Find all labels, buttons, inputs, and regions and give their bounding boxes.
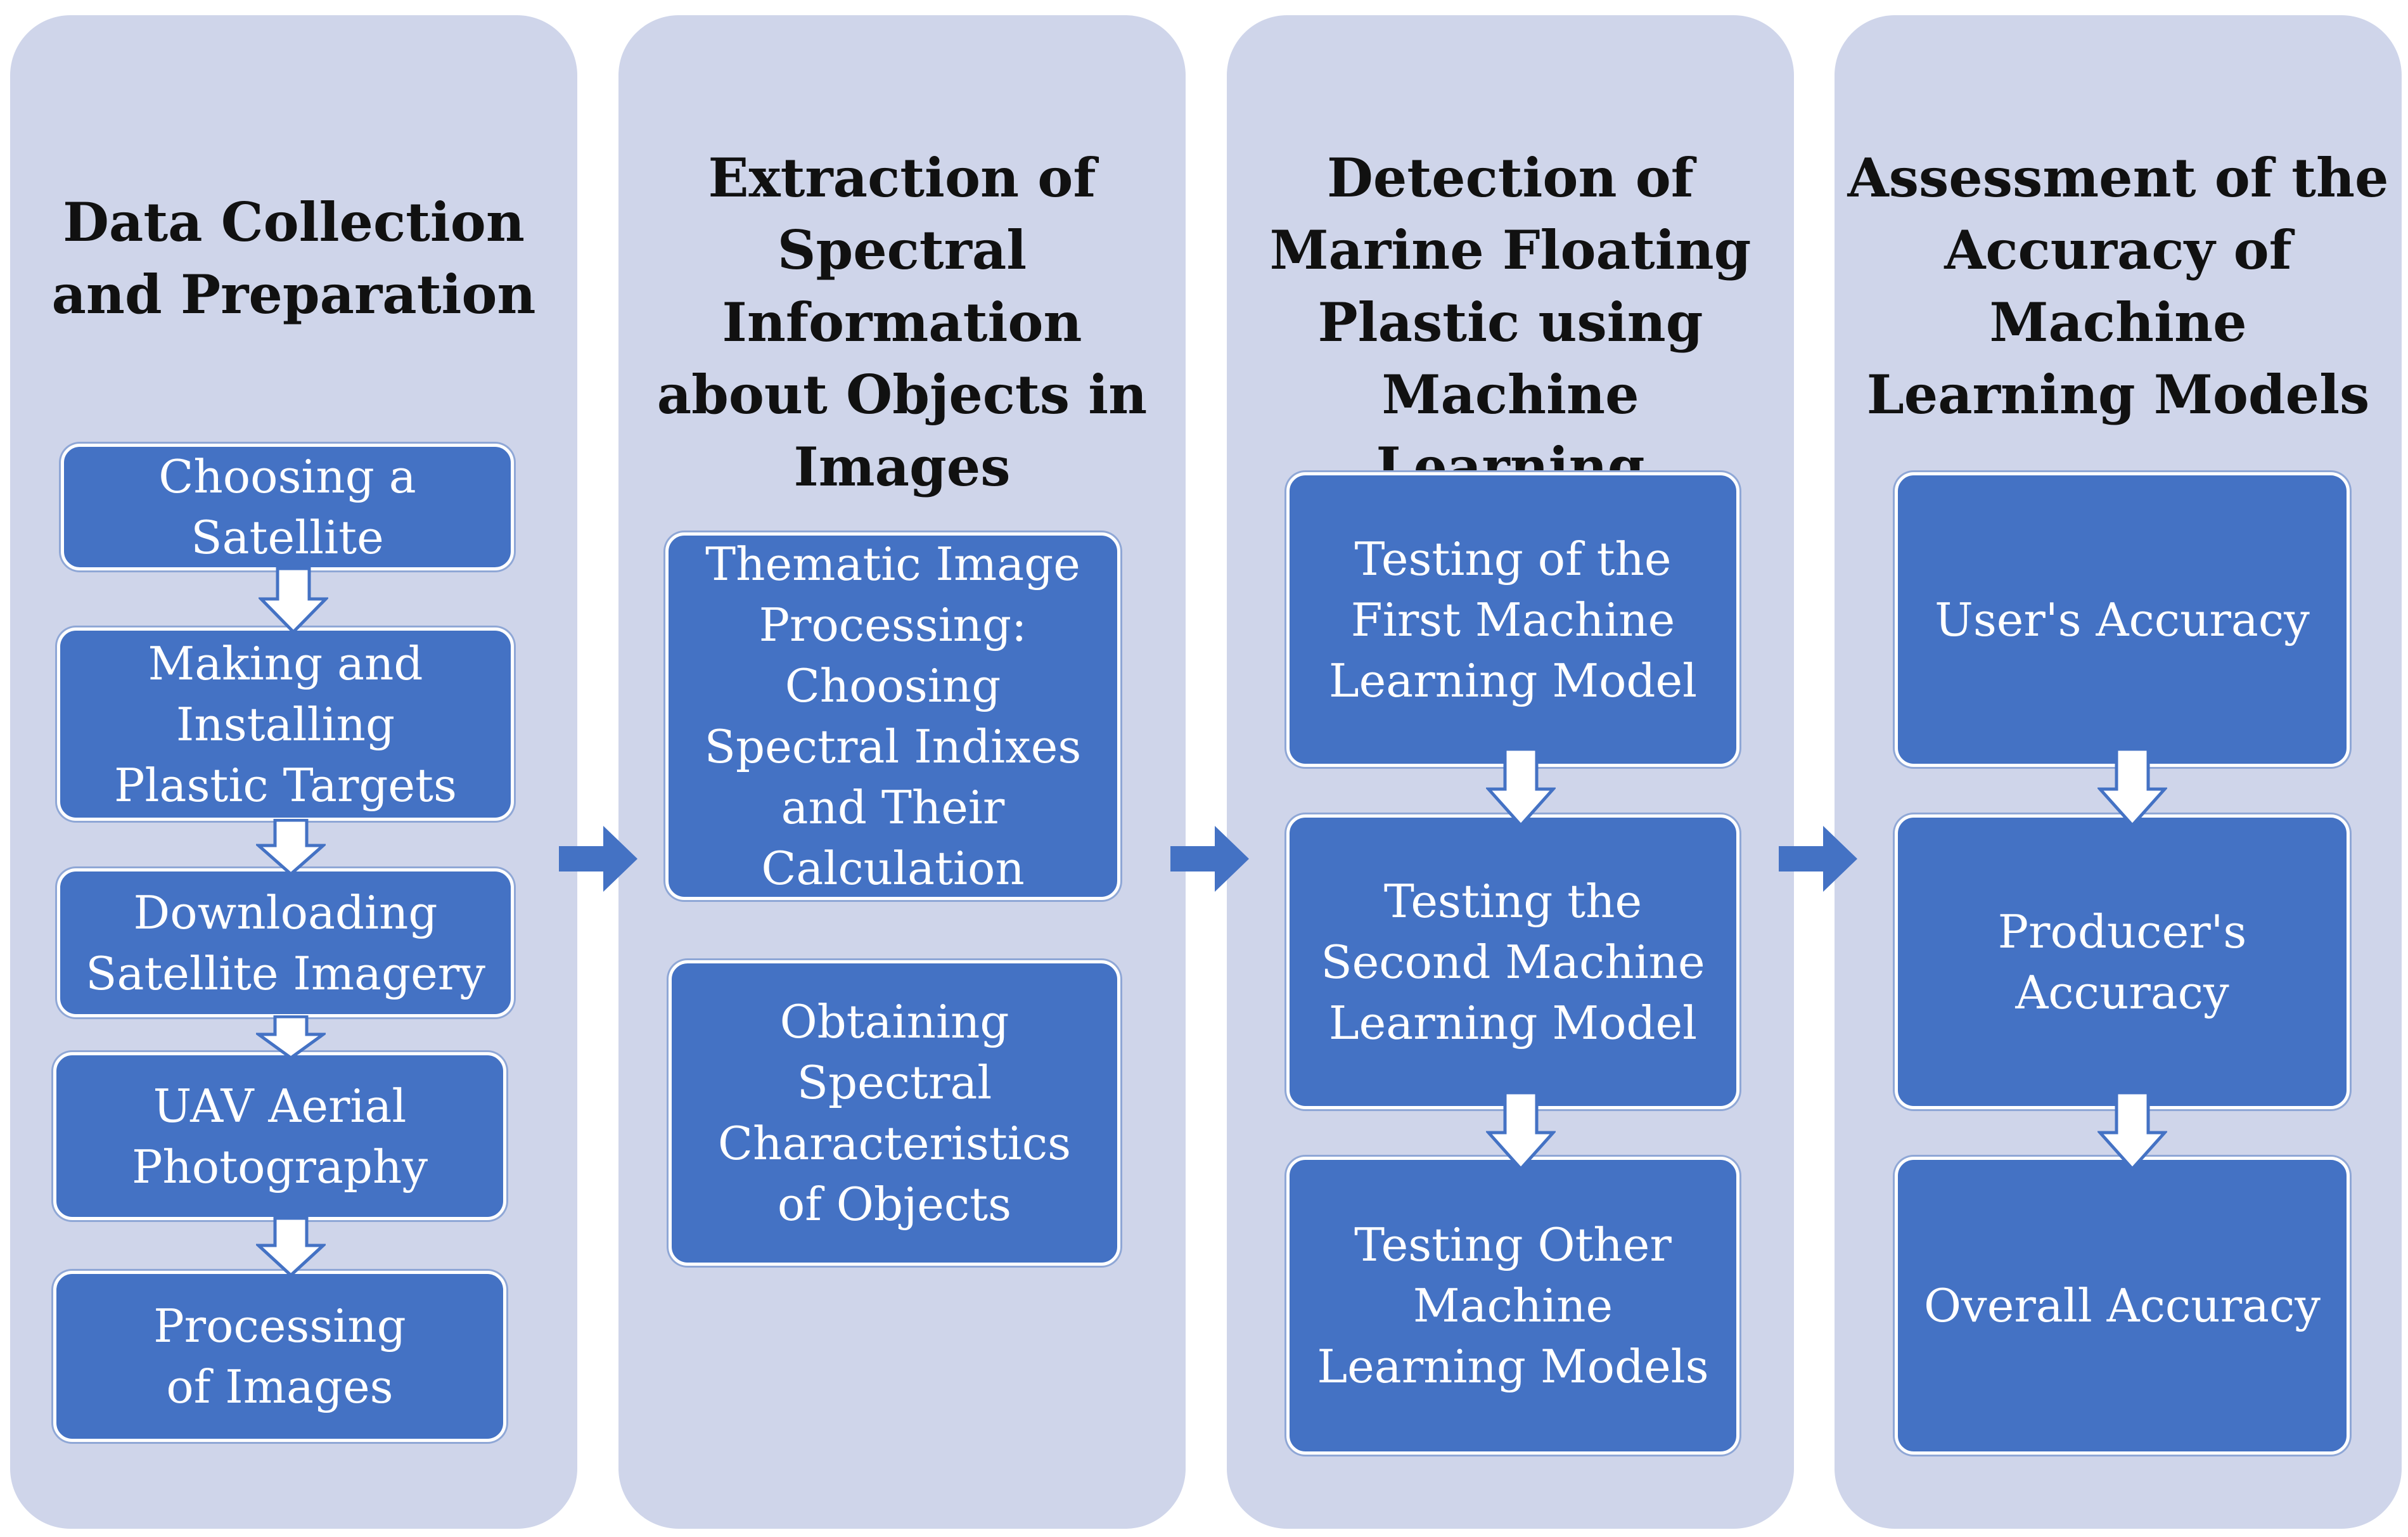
stage-title-accuracy: Assessment of the Accuracy of Machine Le… <box>1847 146 2389 426</box>
step-overall-accuracy: Overall Accuracy <box>1895 1157 2350 1455</box>
down-arrow-icon <box>2097 1091 2167 1171</box>
step-first-ml-model: Testing of the First Machine Learning Mo… <box>1286 472 1739 767</box>
stage-title-data-collection: Data Collection and Preparation <box>51 191 536 326</box>
step-uav-photography: UAV Aerial Photography <box>53 1052 506 1220</box>
right-arrow-icon <box>1779 826 1857 892</box>
down-arrow-icon <box>2097 748 2167 827</box>
down-arrow-icon <box>256 1015 326 1060</box>
step-plastic-targets: Making and Installing Plastic Targets <box>57 627 514 821</box>
step-users-accuracy: User's Accuracy <box>1895 472 2350 767</box>
step-thematic-processing: Thematic Image Processing: Choosing Spec… <box>665 532 1120 900</box>
step-processing-images: Processing of Images <box>53 1271 506 1442</box>
step-choosing-satellite: Choosing a Satellite <box>61 444 514 570</box>
right-arrow-icon <box>1170 826 1249 892</box>
step-other-ml-models: Testing Other Machine Learning Models <box>1286 1157 1739 1455</box>
down-arrow-icon <box>1486 1091 1556 1171</box>
step-producers-accuracy: Producer's Accuracy <box>1895 814 2350 1109</box>
stage-title-spectral-extraction: Extraction of Spectral Information about… <box>656 146 1148 498</box>
step-spectral-characteristics: Obtaining Spectral Characteristics of Ob… <box>669 960 1120 1266</box>
down-arrow-icon <box>1486 748 1556 827</box>
step-second-ml-model: Testing the Second Machine Learning Mode… <box>1286 814 1739 1109</box>
stage-title-detection: Detection of Marine Floating Plastic usi… <box>1269 146 1752 498</box>
down-arrow-icon <box>259 567 328 634</box>
down-arrow-icon <box>256 819 326 876</box>
right-arrow-icon <box>559 826 637 892</box>
step-downloading-imagery: Downloading Satellite Imagery <box>57 868 514 1017</box>
down-arrow-icon <box>256 1217 326 1277</box>
